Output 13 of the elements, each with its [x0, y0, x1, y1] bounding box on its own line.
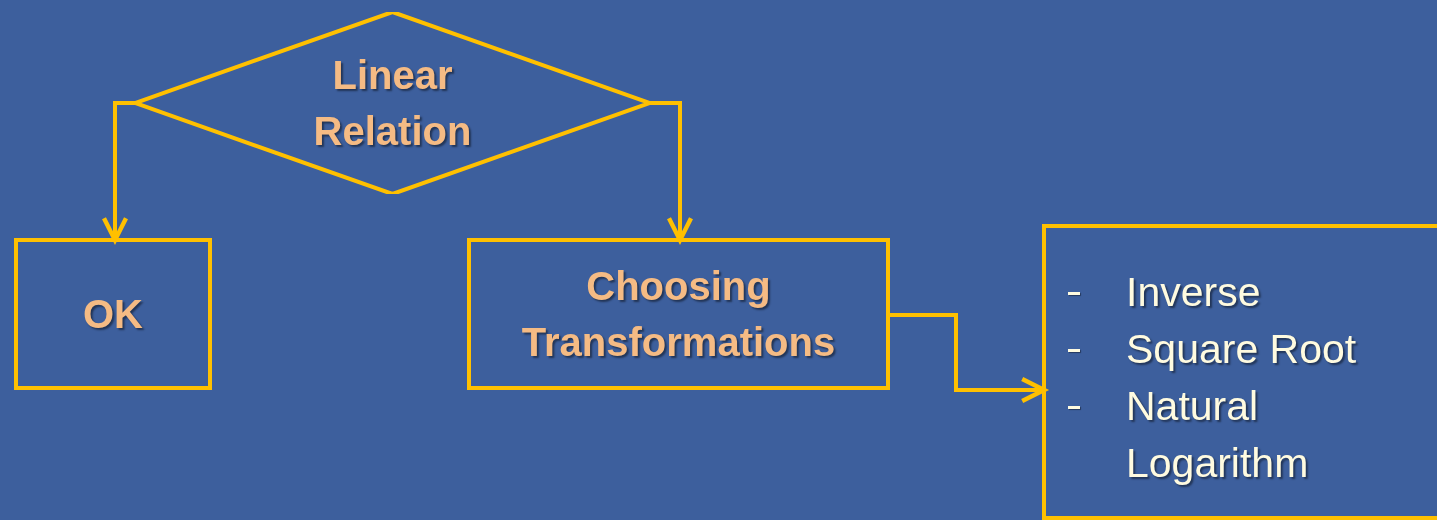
- list-item: Natural Logarithm: [1126, 382, 1310, 488]
- process-box: [467, 238, 890, 390]
- box-label: OK: [83, 291, 143, 338]
- box-label: Choosing Transformations: [520, 263, 837, 366]
- arrow: [890, 313, 1047, 404]
- arrow: [650, 101, 694, 243]
- list-item: Inverse: [1126, 268, 1262, 317]
- arrow: [101, 101, 135, 243]
- list-box: [1042, 224, 1437, 520]
- decision-label: Linear Relation: [312, 52, 473, 155]
- list-item: Square Root: [1126, 325, 1358, 374]
- decision-diamond: [135, 12, 650, 194]
- process-box: [14, 238, 212, 390]
